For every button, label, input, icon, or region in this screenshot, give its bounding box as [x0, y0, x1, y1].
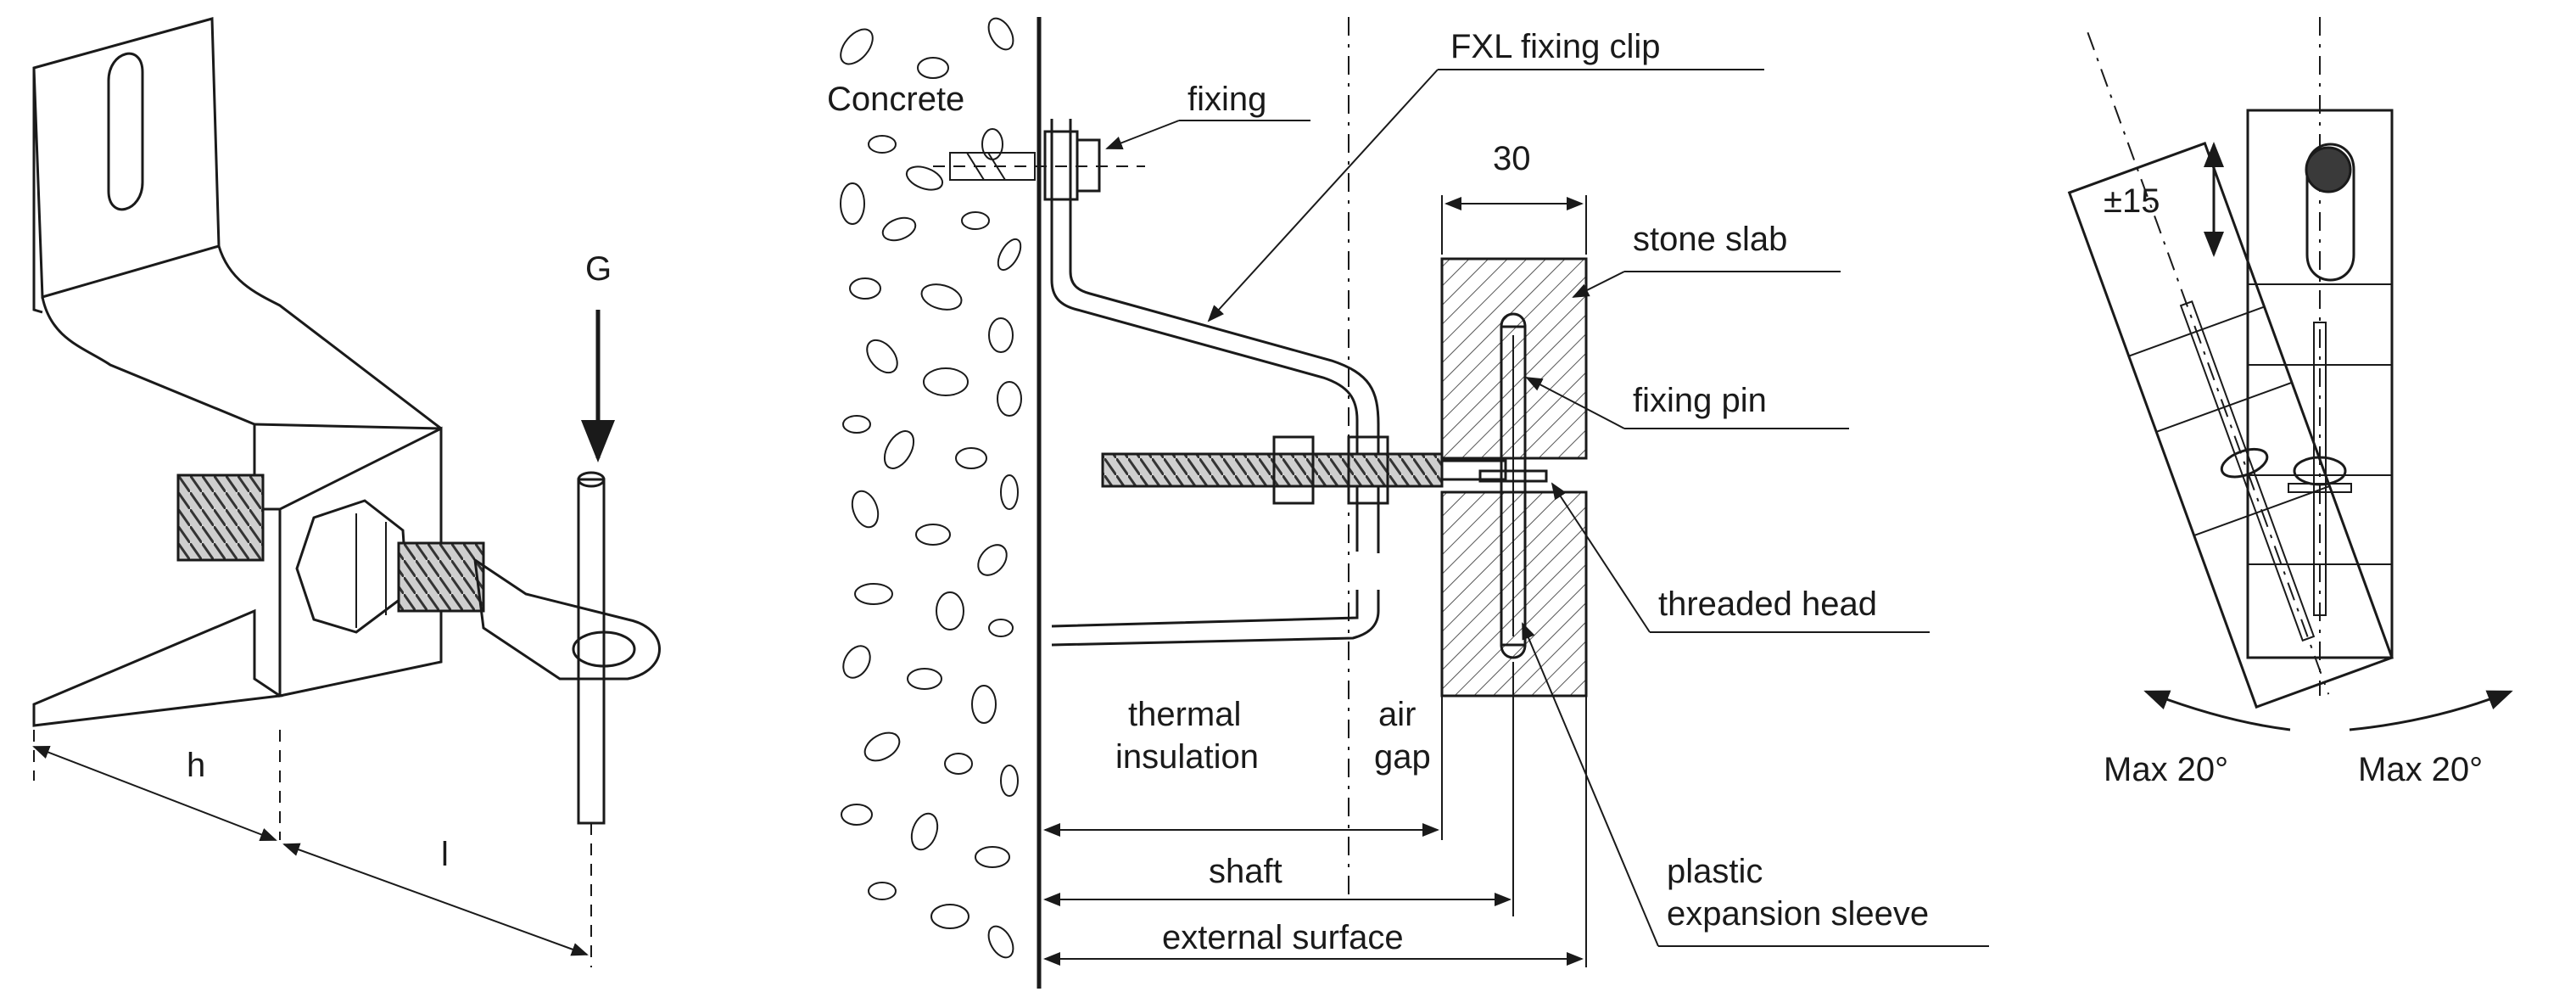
- label-h: h: [187, 747, 205, 784]
- label-expansion-sleeve: expansion sleeve: [1667, 895, 1929, 933]
- rod-head: [2305, 146, 2352, 193]
- label-air: air: [1378, 696, 1416, 733]
- bracket-threaded-rod-front: [397, 541, 485, 613]
- bracket-threaded-rod-back: [176, 473, 265, 562]
- slab-stack-rotated: [2067, 31, 2394, 709]
- label-30: 30: [1493, 140, 1531, 177]
- fixing-pin: [1500, 325, 1527, 647]
- label-max-right: Max 20°: [2358, 751, 2483, 788]
- bracket-flat-tab: [473, 557, 661, 681]
- label-fxl-clip: FXL fixing clip: [1450, 28, 1661, 65]
- label-threaded-head: threaded head: [1658, 586, 1877, 623]
- bracket-pin: [577, 478, 606, 825]
- bracket-slot: [107, 52, 144, 211]
- dimension-l: [282, 843, 589, 956]
- rod-nut-1: [1272, 435, 1315, 505]
- label-gap: gap: [1374, 738, 1431, 776]
- label-l: l: [441, 836, 449, 873]
- label-external-surface: external surface: [1162, 919, 1404, 956]
- label-concrete: Concrete: [827, 81, 964, 118]
- rod-nut-2: [1347, 435, 1389, 505]
- threaded-rod: [1101, 452, 1444, 488]
- concrete-aggregate: [840, 17, 1022, 959]
- fxl-fixing-clip: [1050, 119, 1359, 552]
- wall-anchor: [933, 130, 1145, 201]
- label-fixing-pin: fixing pin: [1633, 382, 1767, 419]
- hex-nut: [295, 499, 409, 634]
- fixing-section-drawing: Concrete fixing FXL fixing clip: [827, 17, 1989, 989]
- label-stone-slab: stone slab: [1633, 221, 1787, 258]
- dimension-h: [32, 746, 277, 841]
- rotation-arc-right: [2349, 690, 2513, 731]
- label-insulation: insulation: [1115, 738, 1259, 776]
- bracket-base-plate: [32, 608, 284, 727]
- label-max-left: Max 20°: [2104, 751, 2228, 788]
- bracket-isometric-drawing: G h l: [32, 17, 661, 967]
- label-pm15: ±15: [2104, 182, 2160, 220]
- bracket-bend: [41, 296, 255, 426]
- rotation-arc-left: [2143, 690, 2291, 731]
- rotation-detail-drawing: ±15 Max 20° Max 20°: [2067, 17, 2513, 788]
- label-fixing: fixing: [1187, 81, 1266, 118]
- bracket-front-block: [278, 426, 443, 698]
- label-thermal: thermal: [1128, 696, 1241, 733]
- label-plastic: plastic: [1667, 853, 1763, 890]
- bracket-vertical-plate: [32, 17, 221, 299]
- label-g: G: [585, 250, 612, 288]
- label-shaft: shaft: [1209, 853, 1282, 890]
